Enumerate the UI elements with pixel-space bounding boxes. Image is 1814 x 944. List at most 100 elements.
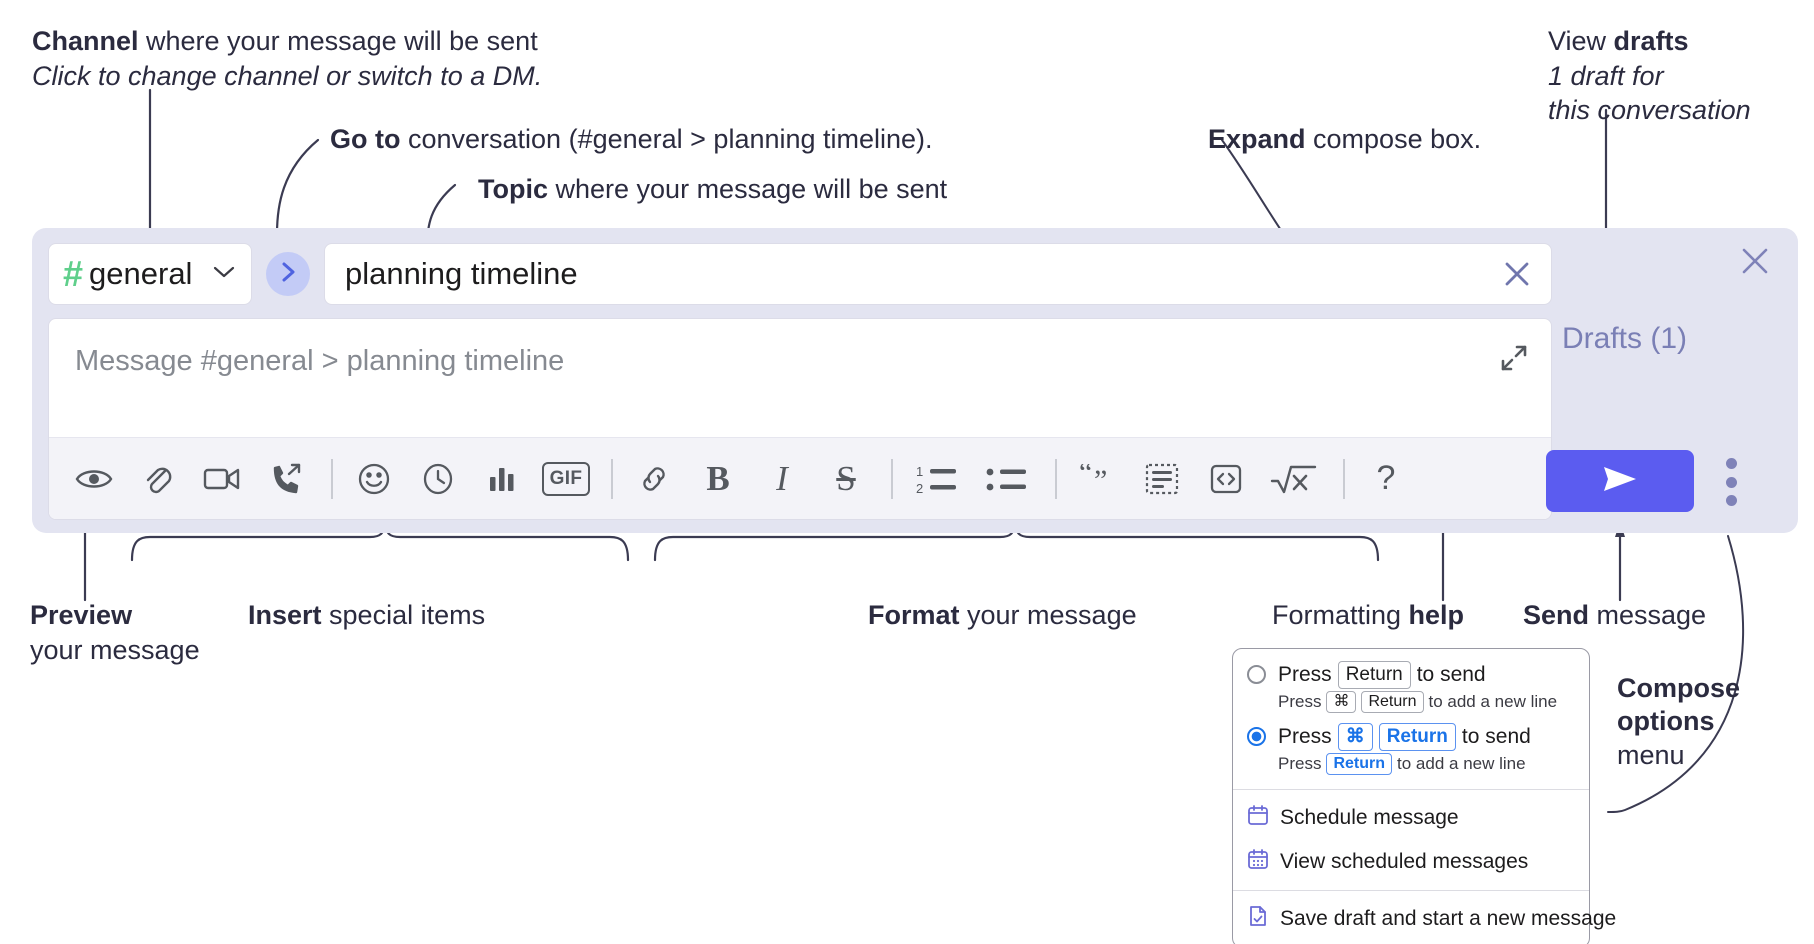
- annotation-expand-rest: compose box.: [1305, 124, 1482, 154]
- compose-options-menu: Press Return to send Press ⌘ Return to a…: [1232, 648, 1616, 944]
- menu-item-view-scheduled-messages[interactable]: View scheduled messages: [1233, 840, 1589, 884]
- more-options-icon[interactable]: [1716, 458, 1746, 506]
- italic-label: I: [776, 458, 788, 498]
- save-draft-icon: [1247, 905, 1269, 933]
- annotation-drafts-italic-1: 1 draft for: [1548, 60, 1664, 91]
- radio-selected-icon[interactable]: [1247, 727, 1266, 747]
- italic-icon[interactable]: I: [755, 452, 809, 506]
- emoji-icon[interactable]: [347, 452, 401, 506]
- annotation-channel-rest: where your message will be sent: [138, 26, 538, 56]
- annotation-insert-bold: Insert: [248, 600, 322, 630]
- math-icon[interactable]: [1263, 452, 1325, 506]
- code-block-icon[interactable]: [1135, 452, 1189, 506]
- channel-name: general: [89, 256, 193, 291]
- annotation-preview-rest: your message: [30, 634, 200, 665]
- option-2-hint: Press Return to add a new line: [1278, 752, 1575, 775]
- toolbar-separator: [1343, 458, 1345, 499]
- strikethrough-icon[interactable]: S: [819, 452, 873, 506]
- close-icon[interactable]: [1499, 256, 1535, 292]
- preview-icon[interactable]: [67, 452, 121, 506]
- gif-label: GIF: [541, 461, 591, 496]
- help-icon[interactable]: ?: [1359, 452, 1413, 506]
- option-2-key-return: Return: [1378, 722, 1456, 751]
- option-2-press: Press: [1278, 724, 1332, 748]
- kebab-dot: [1725, 476, 1737, 488]
- option-1-key-return: Return: [1337, 661, 1411, 689]
- option-1-hint-key-cmd: ⌘: [1326, 690, 1357, 713]
- annotation-drafts-bold: drafts: [1613, 26, 1689, 56]
- chevron-down-icon: [211, 264, 237, 285]
- menu-item-schedule-message[interactable]: Schedule message: [1233, 796, 1589, 840]
- annotation-format: Format your message: [868, 598, 1137, 633]
- bulleted-list-icon[interactable]: [977, 452, 1037, 506]
- message-input[interactable]: Message #general > planning timeline: [75, 345, 565, 377]
- menu-item-label: Schedule message: [1280, 805, 1459, 829]
- expand-icon[interactable]: [1497, 341, 1531, 380]
- goto-conversation-button[interactable]: [266, 252, 310, 296]
- toolbar-separator: [331, 458, 333, 499]
- annotation-compose-options-rest: menu: [1617, 739, 1685, 770]
- annotation-channel-italic: Click to change channel or switch to a D…: [32, 60, 543, 91]
- ordered-list-icon[interactable]: 1 2: [907, 452, 967, 506]
- gif-icon[interactable]: GIF: [539, 452, 593, 506]
- svg-text:1: 1: [916, 464, 923, 479]
- annotation-topic-bold: Topic: [478, 174, 548, 204]
- topic-field[interactable]: planning timeline: [324, 243, 1552, 305]
- annotation-help-bold: help: [1408, 600, 1465, 630]
- menu-divider: [1233, 788, 1589, 790]
- annotation-goto-rest: conversation (#general > planning timeli…: [400, 124, 933, 154]
- option-return-to-send[interactable]: Press Return to send: [1247, 661, 1575, 689]
- chevron-right-icon: [277, 260, 299, 289]
- strikethrough-label: S: [836, 458, 856, 498]
- menu-item-save-draft[interactable]: Save draft and start a new message: [1233, 897, 1616, 941]
- radio-unselected-icon[interactable]: [1247, 665, 1266, 685]
- link-icon[interactable]: [627, 452, 681, 506]
- toolbar-separator: [611, 458, 613, 499]
- compose-header-row: # general planning timeline: [48, 242, 1552, 306]
- option-1-press: Press: [1278, 662, 1332, 686]
- topic-value: planning timeline: [345, 256, 578, 291]
- video-icon[interactable]: [195, 452, 249, 506]
- channel-selector[interactable]: # general: [48, 243, 252, 305]
- annotation-topic: Topic where your message will be sent: [478, 172, 947, 207]
- option-1-hint: Press ⌘ Return to add a new line: [1278, 690, 1575, 713]
- option-1-hint-press: Press: [1278, 691, 1322, 711]
- toolbar-separator: [1055, 458, 1057, 499]
- bold-icon[interactable]: B: [691, 452, 745, 506]
- clock-icon[interactable]: [411, 452, 465, 506]
- annotation-format-bold: Format: [868, 600, 960, 630]
- call-forward-icon[interactable]: [259, 452, 313, 506]
- bar-chart-icon[interactable]: [475, 452, 529, 506]
- compose-card: # general planning timeline: [48, 242, 1552, 520]
- annotation-send: Send message: [1523, 598, 1706, 633]
- annotation-insert-rest: special items: [321, 600, 486, 630]
- code-icon[interactable]: [1199, 452, 1253, 506]
- annotation-compose-options: Compose options menu: [1617, 672, 1740, 772]
- calendar-grid-icon: [1247, 848, 1269, 876]
- annotation-insert: Insert special items: [248, 598, 485, 633]
- bold-label: B: [706, 458, 730, 498]
- annotation-channel-bold: Channel: [32, 26, 139, 56]
- attachment-icon[interactable]: [131, 452, 185, 506]
- annotation-send-rest: message: [1589, 600, 1707, 630]
- panel-close-icon[interactable]: [1738, 244, 1772, 278]
- annotation-compose-options-bold-1: Compose: [1617, 673, 1741, 703]
- annotation-help-lead: Formatting: [1272, 600, 1409, 630]
- kebab-dot: [1725, 495, 1737, 506]
- option-2-hint-press: Press: [1278, 753, 1322, 773]
- send-button[interactable]: [1546, 450, 1694, 512]
- annotation-channel: Channel where your message will be sent …: [32, 24, 542, 93]
- message-input-box[interactable]: Message #general > planning timeline: [48, 318, 1552, 520]
- send-icon: [1596, 459, 1644, 504]
- annotation-expand: Expand compose box.: [1208, 122, 1481, 157]
- drafts-link[interactable]: Drafts (1): [1562, 322, 1688, 355]
- hash-icon: #: [63, 253, 84, 294]
- blockquote-icon[interactable]: “ ”: [1071, 452, 1125, 506]
- annotation-format-rest: your message: [959, 600, 1137, 630]
- calendar-schedule-icon: [1247, 804, 1269, 832]
- annotation-compose-options-bold-2: options: [1617, 706, 1715, 737]
- toolbar-separator: [891, 458, 893, 499]
- annotation-drafts-italic-2: this conversation: [1548, 95, 1751, 126]
- option-cmd-return-to-send[interactable]: Press ⌘ Return to send: [1247, 722, 1575, 751]
- annotation-help: Formatting help: [1272, 598, 1464, 633]
